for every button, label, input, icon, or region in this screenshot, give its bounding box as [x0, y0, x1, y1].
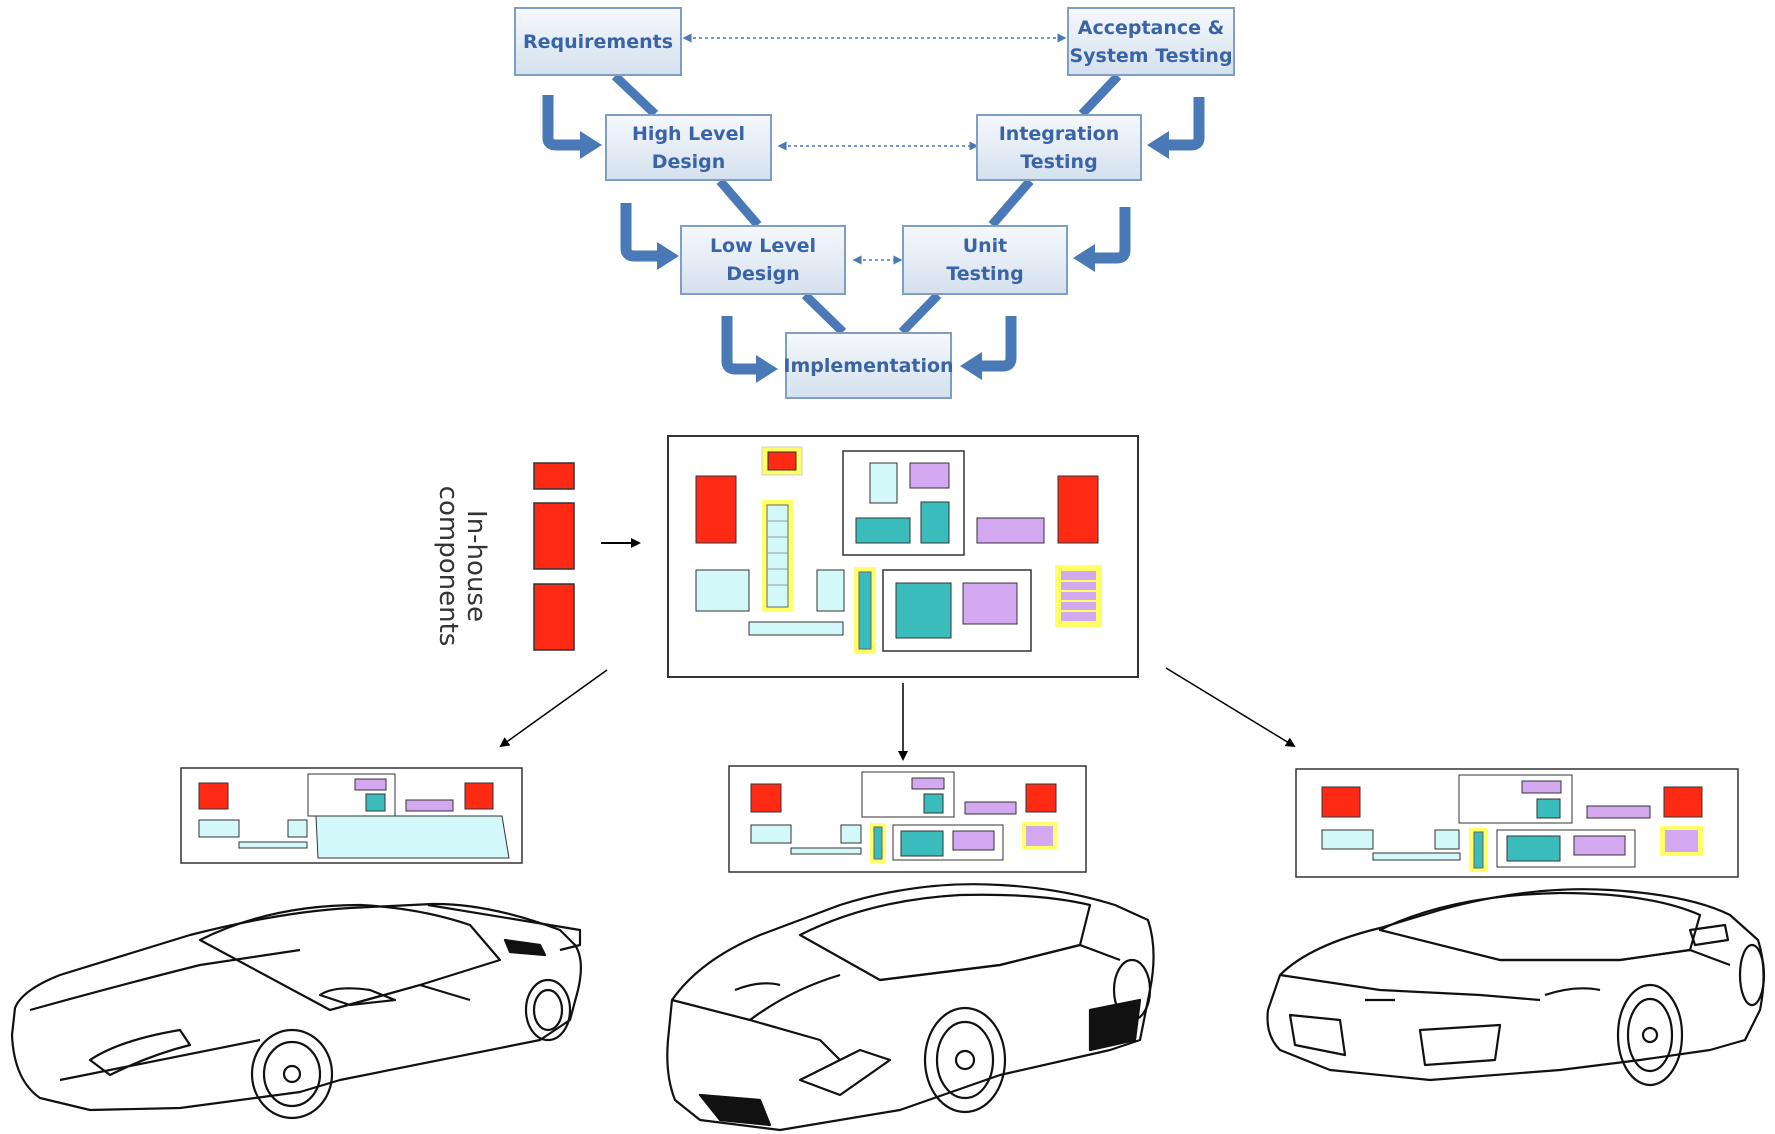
v-model-flow-arrowheads	[580, 131, 1169, 383]
requirements-label: Requirements	[522, 30, 673, 53]
v-model-flow-arrows	[542, 95, 1205, 375]
low-level-design-box: Low Level Design	[680, 225, 846, 295]
implementation-box: Implementation	[783, 332, 954, 399]
implementation-label: Implementation	[783, 354, 954, 377]
car-illustration-3	[1266, 888, 1766, 1087]
variant-architecture-3	[1295, 768, 1739, 878]
high-level-design-label: High Level Design	[632, 122, 745, 173]
in-house-component-stack	[533, 462, 575, 651]
platform-architecture	[667, 435, 1139, 678]
car-illustration-1	[10, 902, 582, 1120]
in-house-components-label: In-house components	[433, 485, 491, 647]
acceptance-testing-label: Acceptance & System Testing	[1069, 16, 1233, 67]
unit-testing-label: Unit Testing	[946, 235, 1024, 285]
high-level-design-box: High Level Design	[605, 114, 772, 181]
car-illustration-2	[666, 883, 1155, 1132]
low-level-design-label: Low Level Design	[709, 235, 817, 285]
integration-testing-box: Integration Testing	[976, 114, 1142, 181]
variant-architecture-2	[728, 765, 1087, 873]
unit-testing-box: Unit Testing	[902, 225, 1068, 295]
platform-to-variant-arrows	[499, 667, 1296, 761]
integration-testing-label: Integration Testing	[998, 122, 1120, 173]
variant-architecture-1	[180, 767, 523, 864]
acceptance-testing-box: Acceptance & System Testing	[1067, 7, 1235, 76]
v-model-dashed-links	[682, 33, 1067, 265]
v-model-connectors	[611, 72, 1122, 336]
requirements-box: Requirements	[514, 7, 682, 76]
